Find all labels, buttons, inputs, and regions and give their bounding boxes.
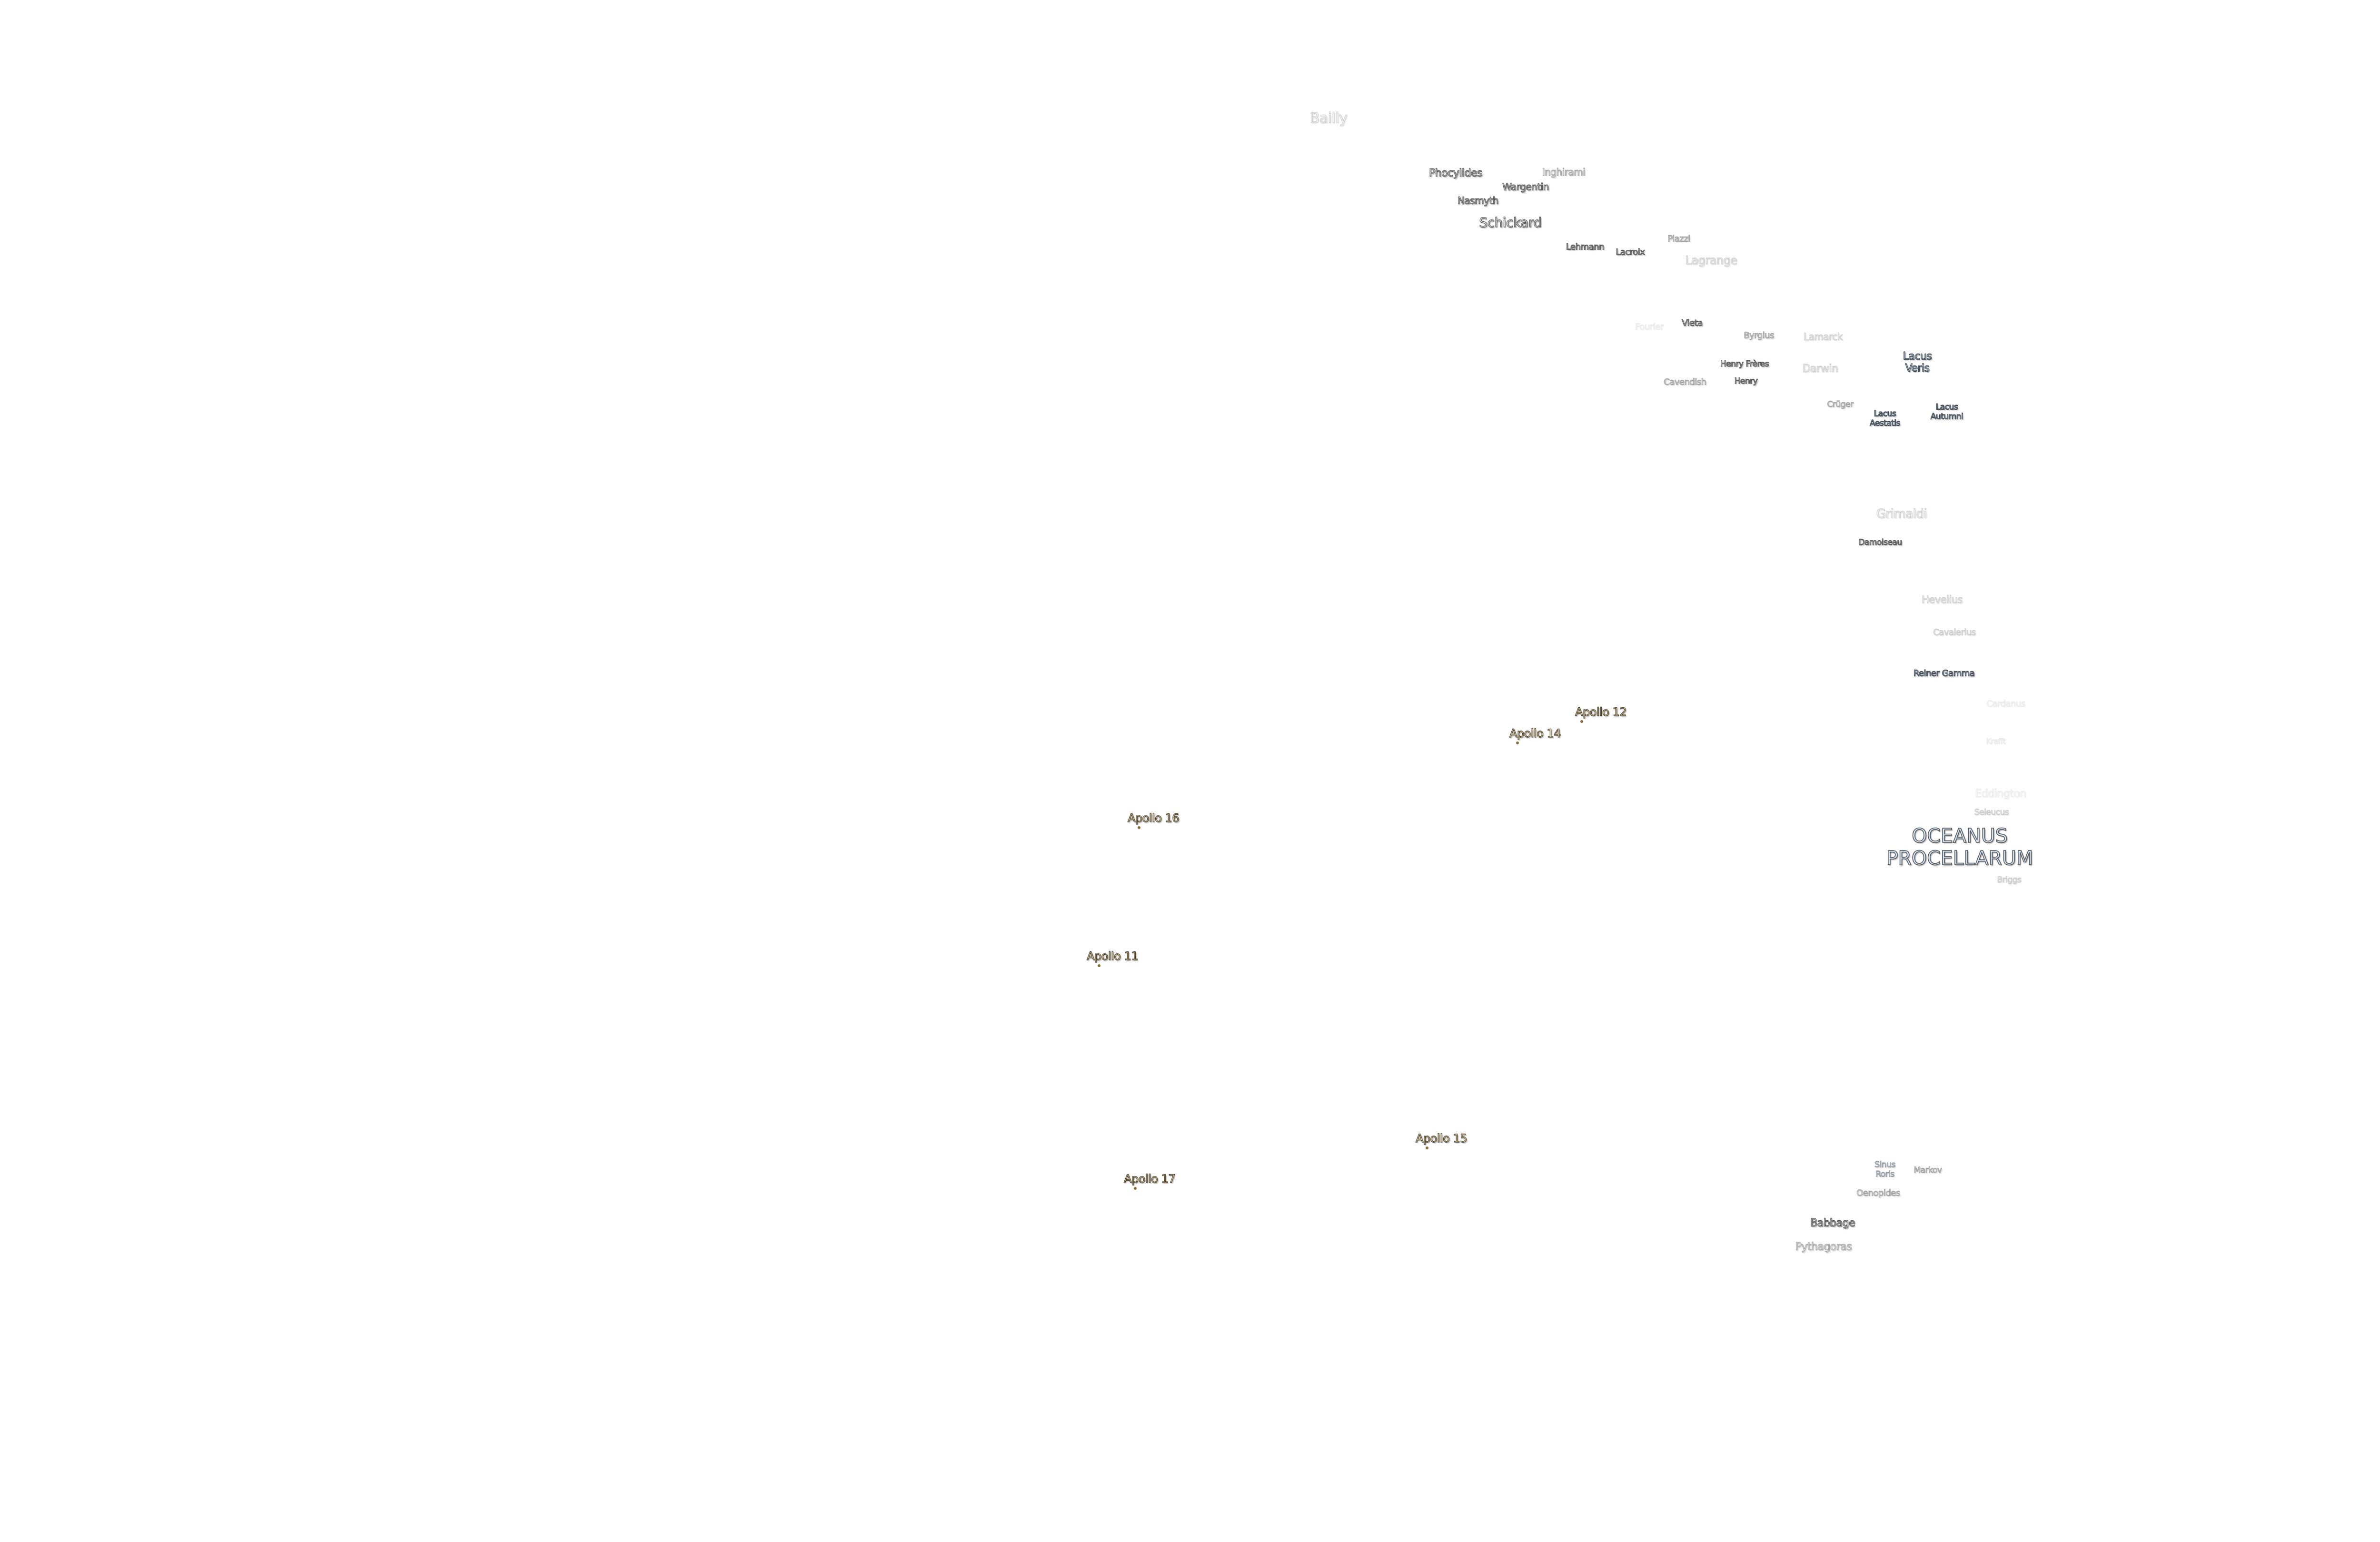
mare-label-oceanus-procellarum[interactable]: OCEANUS PROCELLARUM: [1886, 824, 2033, 870]
crater-label-vieta[interactable]: Vieta: [1682, 318, 1703, 328]
label-line: Aestatis: [1869, 418, 1901, 428]
landing-site-label-apollo-17[interactable]: Apollo 17: [1123, 1172, 1176, 1186]
label-line: Roris: [1875, 1169, 1895, 1179]
landing-site-label-apollo-12[interactable]: Apollo 12: [1575, 705, 1627, 719]
label-line: Autumni: [1930, 412, 1964, 421]
crater-label-damoiseau[interactable]: Damoiseau: [1858, 538, 1903, 548]
landing-site-marker-icon[interactable]: [1516, 741, 1519, 744]
crater-label-hevelius[interactable]: Hevelius: [1921, 593, 1963, 605]
mare-label-sinus-roris[interactable]: Sinus Roris: [1874, 1160, 1896, 1179]
crater-label-cavalerius[interactable]: Cavalerius: [1933, 627, 1976, 638]
label-line: Veris: [1905, 362, 1930, 375]
crater-label-darwin[interactable]: Darwin: [1802, 363, 1838, 375]
crater-label-cavendish[interactable]: Cavendish: [1664, 377, 1707, 387]
label-line: Lacus: [1935, 402, 1958, 412]
crater-label-grimaldi[interactable]: Grimaldi: [1876, 507, 1927, 522]
crater-label-piazzi[interactable]: Piazzi: [1667, 234, 1691, 244]
crater-label-lamarck[interactable]: Lamarck: [1803, 331, 1843, 343]
feature-label-reiner-gamma[interactable]: Reiner Gamma: [1913, 668, 1975, 679]
crater-label-cardanus[interactable]: Cardanus: [1986, 699, 2026, 709]
landing-site-marker-icon[interactable]: [1134, 1187, 1137, 1190]
crater-label-lacroix[interactable]: Lacroix: [1616, 247, 1646, 257]
landing-site-marker-icon[interactable]: [1098, 964, 1101, 967]
crater-label-wargentin[interactable]: Wargentin: [1502, 181, 1549, 193]
crater-label-inghirami[interactable]: Inghirami: [1542, 166, 1586, 178]
label-line: Lacus: [1874, 409, 1896, 419]
crater-label-markov[interactable]: Markov: [1914, 1166, 1942, 1176]
crater-label-henry[interactable]: Henry: [1734, 376, 1758, 386]
crater-label-briggs[interactable]: Briggs: [1997, 875, 2022, 885]
crater-label-pythagoras[interactable]: Pythagoras: [1795, 1241, 1852, 1253]
crater-label-henry-freres[interactable]: Henry Frères: [1720, 359, 1769, 369]
mare-label-lacus-veris[interactable]: Lacus Veris: [1903, 350, 1932, 375]
label-line: Lacus: [1903, 350, 1932, 363]
crater-label-bailly[interactable]: Bailly: [1309, 109, 1348, 127]
crater-label-fourier[interactable]: Fourier: [1635, 322, 1664, 332]
mare-label-lacus-autumni[interactable]: Lacus Autumni: [1930, 402, 1964, 421]
landing-site-label-apollo-14[interactable]: Apollo 14: [1509, 727, 1561, 741]
crater-label-schickard[interactable]: Schickard: [1479, 214, 1542, 231]
crater-label-krafft[interactable]: Krafft: [1986, 736, 2006, 746]
crater-label-cruger[interactable]: Crüger: [1827, 400, 1854, 410]
landing-site-marker-icon[interactable]: [1138, 826, 1140, 829]
crater-label-phocylides[interactable]: Phocylides: [1428, 167, 1483, 179]
crater-label-oenopides[interactable]: Oenopides: [1856, 1188, 1901, 1198]
crater-label-lehmann[interactable]: Lehmann: [1566, 242, 1605, 252]
crater-label-byrgius[interactable]: Byrgius: [1743, 330, 1775, 341]
landing-site-label-apollo-16[interactable]: Apollo 16: [1127, 811, 1180, 825]
landing-site-label-apollo-15[interactable]: Apollo 15: [1415, 1132, 1468, 1146]
crater-label-babbage[interactable]: Babbage: [1810, 1217, 1855, 1229]
crater-label-lagrange[interactable]: Lagrange: [1685, 254, 1738, 267]
label-line: OCEANUS: [1911, 824, 2008, 847]
landing-site-label-apollo-11[interactable]: Apollo 11: [1086, 949, 1139, 963]
landing-site-marker-icon[interactable]: [1580, 720, 1583, 723]
crater-label-eddington[interactable]: Eddington: [1975, 788, 2027, 800]
label-line: PROCELLARUM: [1886, 847, 2033, 870]
label-line: Sinus: [1874, 1160, 1896, 1170]
crater-label-nasmyth[interactable]: Nasmyth: [1457, 195, 1499, 207]
landing-site-marker-icon[interactable]: [1426, 1147, 1428, 1149]
mare-label-lacus-aestatis[interactable]: Lacus Aestatis: [1869, 409, 1901, 428]
crater-label-seleucus[interactable]: Seleucus: [1974, 808, 2009, 818]
